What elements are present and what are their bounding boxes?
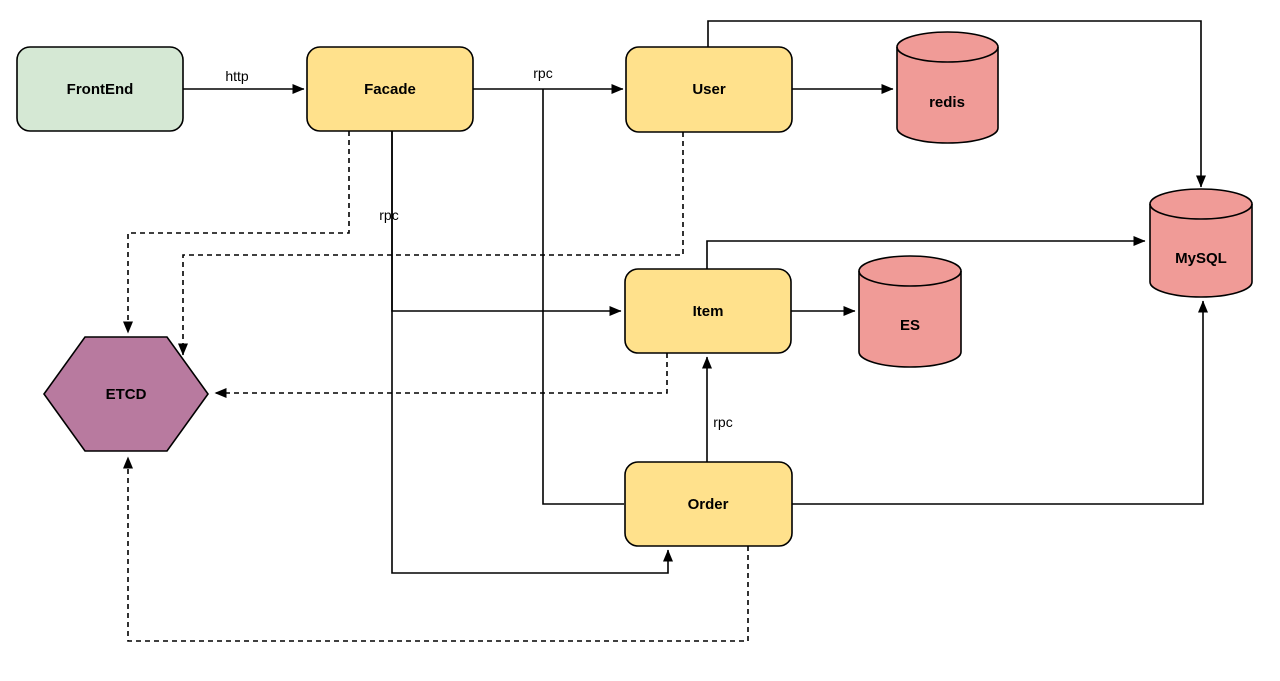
mysql-cylinder[interactable]: [1149, 188, 1253, 298]
order-box[interactable]: [624, 461, 793, 547]
facade-label: Facade: [364, 81, 416, 98]
user-box[interactable]: [625, 46, 793, 133]
frontend-label: FrontEnd: [67, 81, 134, 98]
node-item[interactable]: Item: [624, 268, 792, 354]
edge-item-mysql: [706, 236, 1146, 269]
facade-box[interactable]: [306, 46, 474, 132]
node-frontend[interactable]: FrontEnd: [16, 46, 184, 132]
frontend-box[interactable]: [16, 46, 184, 132]
mysql-label: MySQL: [1175, 250, 1227, 267]
order-label: Order: [688, 496, 729, 513]
mysql-cylinder-lid: [1149, 203, 1253, 220]
edge-order-mysql: [792, 300, 1208, 505]
etcd-hexagon[interactable]: [43, 336, 209, 452]
redis-cylinder[interactable]: [896, 31, 999, 144]
edge-label-rpc-facade-user: rpc: [533, 65, 552, 81]
node-etcd[interactable]: ETCD: [43, 336, 209, 452]
node-mysql[interactable]: MySQL: [1149, 188, 1253, 298]
etcd-label: ETCD: [106, 386, 147, 403]
user-label: User: [692, 81, 726, 98]
node-order[interactable]: Order: [624, 461, 793, 547]
edge-label-http: http: [225, 68, 249, 84]
edge-user-etcd: [178, 132, 684, 356]
item-label: Item: [693, 303, 724, 320]
edge-facade-etcd: [123, 131, 350, 334]
es-cylinder-lid: [858, 270, 962, 287]
es-label: ES: [900, 317, 920, 334]
node-user[interactable]: User: [625, 46, 793, 133]
redis-cylinder-lid: [896, 46, 999, 63]
edge-facade-item: [391, 131, 622, 316]
item-box[interactable]: [624, 268, 792, 354]
edge-order-etcd: [123, 456, 749, 642]
edge-label-rpc-order-item: rpc: [713, 414, 732, 430]
node-facade[interactable]: Facade: [306, 46, 474, 132]
es-cylinder[interactable]: [858, 255, 962, 368]
edge-item-etcd: [214, 353, 668, 398]
node-redis[interactable]: redis: [896, 31, 999, 144]
edge-user-mysql: [707, 20, 1206, 188]
edge-facade-order-left: [542, 89, 624, 505]
edge-facade-order-bottom: [391, 131, 673, 574]
edge-label-rpc-facade-item: rpc: [379, 207, 398, 223]
redis-label: redis: [929, 94, 965, 111]
node-es[interactable]: ES: [858, 255, 962, 368]
